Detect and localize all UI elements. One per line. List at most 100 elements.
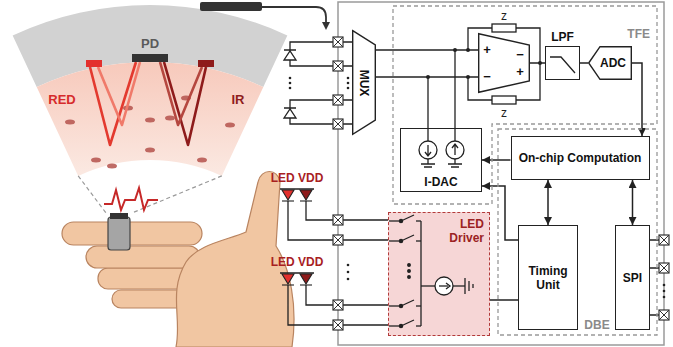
chip-outline [338, 2, 664, 345]
bond-pad [333, 37, 343, 47]
ellipsis-dots [347, 278, 350, 281]
led-driver-region-outline [420, 221, 421, 326]
signal-connector [632, 180, 634, 225]
blood-cell [145, 148, 155, 153]
led-driver-region-outline [416, 240, 421, 241]
bond-pad [333, 95, 343, 105]
wire [425, 144, 458, 156]
bond-pad [659, 310, 669, 320]
photodiode-symbol [284, 50, 296, 118]
sensor-element [262, 7, 326, 26]
blood-cell [107, 164, 117, 169]
signal-connector [547, 180, 549, 225]
led-driver-region-outline [472, 284, 473, 288]
blood-cell [145, 118, 155, 123]
sensor-element [200, 2, 262, 11]
bond-pad [333, 61, 343, 71]
bond-pad [333, 119, 343, 129]
bond-pad [659, 310, 669, 320]
mux-block-outline [353, 31, 376, 135]
led-driver-region-outline [408, 276, 411, 279]
ellipsis-dots [663, 290, 666, 293]
dbe-region-outline [498, 129, 657, 335]
ring-sensor [108, 217, 130, 250]
signal-connector [376, 49, 478, 51]
node-text: + [483, 43, 491, 57]
ppg-waveform [104, 188, 158, 210]
led-symbol [300, 200, 312, 201]
bond-pad [659, 235, 669, 245]
ellipsis-dots [289, 87, 292, 90]
led-driver-region-outline [389, 325, 400, 326]
wire [343, 220, 390, 325]
light-path [90, 62, 206, 145]
sensor-element [86, 60, 102, 67]
amplifier-symbol-outline [478, 33, 530, 93]
signal-connector [632, 63, 642, 136]
node-text: DBE [584, 318, 609, 332]
node-text: On-chip Computation [516, 151, 645, 165]
process-box: Timing Unit [518, 225, 578, 330]
bond-pad [333, 119, 343, 129]
tfe-region-outline [393, 6, 657, 204]
node-text: TFE [627, 27, 650, 41]
led-driver-region-outline [421, 285, 435, 286]
node-text: LPF [551, 30, 574, 44]
impedance-label: z [501, 9, 507, 23]
node-text: + [516, 65, 524, 79]
amplifier-symbol: +−−+ [478, 33, 530, 93]
ellipsis-dots [347, 87, 350, 90]
zoom-line [78, 176, 106, 213]
sensor-element [132, 54, 168, 62]
tissue-section [37, 62, 264, 176]
led-driver-region-outline [408, 264, 411, 267]
node-text: MUX [357, 69, 371, 96]
ring-sensor [108, 213, 130, 250]
current-source-symbol [419, 141, 437, 159]
led-symbol [282, 200, 294, 201]
wire [421, 159, 462, 167]
signal-connector [530, 62, 545, 64]
ellipsis-dots [289, 77, 292, 80]
led-driver-region: LED Driver [388, 212, 490, 336]
led-symbol [300, 284, 312, 285]
ellipsis-dots [663, 296, 666, 299]
node-text: LED Driver [436, 217, 484, 245]
adc-block-outline [589, 47, 632, 80]
wire [280, 189, 333, 240]
led-driver-region-outline [468, 281, 469, 291]
mux-block: MUX [352, 30, 376, 135]
led-driver-region-outline [401, 215, 414, 221]
idac-box: I-DAC [400, 128, 482, 192]
photodiode-symbol [284, 50, 296, 60]
process-box: SPI [615, 225, 650, 330]
bond-pad [333, 300, 343, 310]
blood-cell [197, 158, 207, 163]
led-symbol [300, 190, 312, 200]
impedance-symbol [492, 96, 516, 104]
wire [290, 42, 333, 124]
wire [280, 273, 333, 325]
led-driver-region-outline [401, 300, 414, 306]
ellipsis-dots [663, 284, 666, 287]
ellipsis-dots [347, 271, 350, 274]
hand-figure [62, 222, 202, 245]
wire [468, 28, 540, 100]
bond-pad [333, 215, 343, 225]
ellipsis-dots [347, 77, 350, 80]
bond-pad [659, 263, 669, 273]
bond-pad [333, 215, 343, 225]
signal-connector [376, 76, 478, 78]
bond-pad [333, 61, 343, 71]
bond-pad [333, 235, 343, 245]
bond-pad [333, 95, 343, 105]
ring-sensor [110, 213, 128, 219]
led-driver-region-outline [389, 240, 400, 241]
led-driver-region-outline [401, 320, 414, 326]
led-driver-region-outline [435, 277, 453, 295]
photodiode-symbol [284, 108, 296, 118]
adc-block: ADC [588, 46, 632, 80]
node-text: − [483, 70, 491, 84]
photodiode-label: PD [141, 37, 159, 51]
bond-pad [333, 320, 343, 330]
